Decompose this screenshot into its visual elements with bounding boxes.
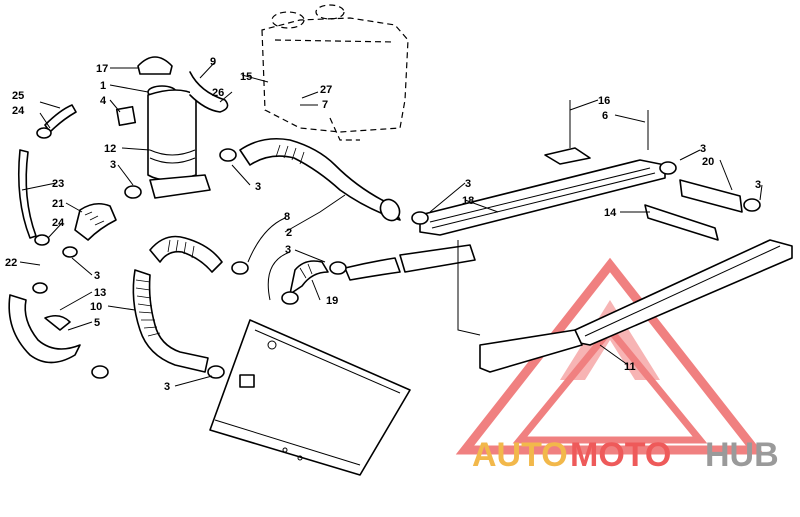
callout-26: 26 — [212, 87, 224, 99]
callout-27: 27 — [320, 84, 332, 96]
callout-20: 20 — [702, 156, 714, 168]
clamp — [36, 127, 52, 139]
bottle-label — [115, 105, 137, 127]
watermark-text: AUTO MOTO HUB — [472, 436, 779, 474]
callout-2: 2 — [286, 227, 292, 239]
bracket-plate — [544, 147, 591, 165]
hose-5 — [8, 294, 81, 364]
hose-connector — [344, 257, 401, 281]
callout-18: 18 — [462, 195, 474, 207]
callout-22: 22 — [5, 257, 17, 269]
heat-exchanger-18 — [419, 159, 666, 236]
radiator-panel — [209, 319, 411, 476]
callout-25: 25 — [12, 90, 24, 102]
radiator-plate — [209, 319, 411, 476]
watermark-auto: AUTO — [472, 436, 568, 474]
clamp — [329, 261, 347, 275]
callout-14: 14 — [604, 207, 617, 219]
callout-5: 5 — [94, 317, 100, 329]
callout-3d: 3 — [285, 244, 291, 256]
overflow-tank — [261, 4, 409, 141]
callout-1: 1 — [100, 80, 106, 92]
callout-21: 21 — [52, 198, 64, 210]
leader-lines — [19, 61, 763, 387]
watermark-moto: MOTO — [570, 436, 671, 474]
callout-7: 7 — [322, 99, 328, 111]
clamp — [32, 282, 48, 294]
hose-21 — [74, 202, 117, 241]
callout-labels: 17 1 4 12 3 9 15 26 27 7 3 25 24 23 21 2… — [5, 56, 761, 393]
callout-15: 15 — [240, 71, 252, 83]
heat-exchanger-front — [479, 329, 583, 373]
radiator-fitting — [239, 374, 255, 388]
callout-19: 19 — [326, 295, 338, 307]
clamp — [62, 246, 78, 258]
bracket-14 — [644, 204, 719, 241]
callout-16: 16 — [598, 95, 610, 107]
callout-3c: 3 — [94, 270, 100, 282]
hose-25 — [44, 104, 77, 133]
clamps — [32, 127, 761, 379]
clamp — [659, 161, 677, 175]
clamp — [411, 211, 429, 225]
callout-3e: 3 — [164, 381, 170, 393]
clamp — [124, 185, 142, 199]
watermark-triangle-center — [560, 300, 660, 380]
callout-6: 6 — [602, 110, 608, 122]
hose-19-group — [289, 257, 401, 295]
callout-13: 13 — [94, 287, 106, 299]
callout-3g: 3 — [700, 143, 706, 155]
middle-hose-assembly — [132, 235, 223, 373]
upper-hose — [239, 137, 401, 222]
clamp — [219, 148, 237, 162]
vent-hose-small — [189, 71, 229, 113]
clamp — [231, 261, 249, 275]
callout-3h: 3 — [755, 179, 761, 191]
callout-11: 11 — [624, 361, 636, 373]
watermark-hub: HUB — [705, 436, 779, 474]
bottle-outlet-tee — [149, 174, 211, 199]
callout-24a: 24 — [12, 105, 25, 117]
callout-4: 4 — [100, 95, 107, 107]
callout-23: 23 — [52, 178, 64, 190]
callout-9: 9 — [210, 56, 216, 68]
hose-2 — [239, 137, 401, 221]
radiator-cap — [137, 56, 173, 75]
clamp — [34, 234, 50, 246]
callout-3f: 3 — [465, 178, 471, 190]
left-hose-assembly — [8, 104, 117, 364]
hose-23 — [17, 149, 37, 239]
clamp — [91, 365, 109, 379]
hose-20 — [679, 179, 743, 213]
hose-8 — [149, 235, 223, 273]
clamp — [207, 365, 225, 379]
callout-3b: 3 — [255, 181, 261, 193]
callout-10: 10 — [90, 301, 102, 313]
hose-adapter — [399, 244, 476, 273]
coolant-bottle — [147, 89, 197, 181]
watermark-triangle-inner — [512, 324, 708, 444]
clamp — [281, 291, 299, 305]
clamp — [743, 198, 761, 212]
hose-10 — [132, 269, 209, 373]
hose-19 — [289, 260, 329, 295]
callout-12: 12 — [104, 143, 116, 155]
callout-17: 17 — [96, 63, 108, 75]
callout-24b: 24 — [52, 217, 65, 229]
clamp-13 — [44, 314, 71, 331]
callout-8: 8 — [284, 211, 290, 223]
pressure-bottle — [115, 56, 229, 199]
heat-exchangers — [399, 100, 793, 373]
callout-3a: 3 — [110, 159, 116, 171]
